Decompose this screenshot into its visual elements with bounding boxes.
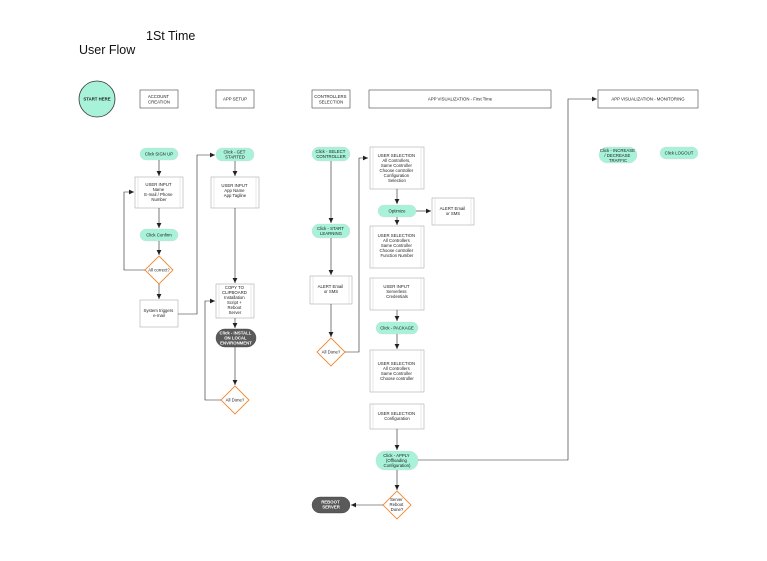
page-title: User Flow xyxy=(79,43,136,57)
alert-email-sms-optimize-text: ALERT Email or SMS xyxy=(440,206,467,216)
header-monitoring xyxy=(597,89,699,109)
click-logout xyxy=(659,146,699,160)
user-selection-configuration-selection xyxy=(369,146,425,190)
user-selection-4-text: USER SELECTION Configuration xyxy=(378,411,417,421)
click-install-local-text: Click - INSTALL ON LOCAL ENVIRONMENT xyxy=(219,331,252,346)
header-monitoring-text: APP VISUALIZATION - MONITORING xyxy=(611,97,685,102)
copy-to-clipboard-text: COPY TO CLIPBOARD Installation Script + … xyxy=(222,285,248,315)
reboot-server-text: REBOOT SERVER xyxy=(321,500,341,510)
alert-email-sms-learning-text: ALERT Email or SMS xyxy=(318,284,345,294)
alert-email-sms-optimize xyxy=(431,197,475,226)
user-input-serverless-text: USER INPUT Serverless Credentials xyxy=(383,284,410,299)
header-app-visualization-text: APP VISUALIZATION - First Time xyxy=(428,97,493,102)
click-get-started-text: Click - GET STARTED xyxy=(223,150,246,160)
click-sign-up-text: Click SIGN UP xyxy=(145,152,173,157)
decision-server-reboot-text: Server Reboot Done? xyxy=(389,497,404,512)
user-selection-2-text: USER SELECTION All Controllers Same Cont… xyxy=(378,233,417,258)
start-node xyxy=(78,80,116,118)
click-confirm-text: Click Confirm xyxy=(146,233,172,238)
header-controllers-selection xyxy=(311,89,351,109)
click-increase-decrease-traffic xyxy=(598,146,638,164)
user-selection-3-text: USER SELECTION All Controllers Same Cont… xyxy=(378,361,417,381)
user-input-account xyxy=(134,176,184,209)
decision-all-correct-text: All correct? xyxy=(148,268,170,273)
click-start-learning-text: Click - START LEARNING xyxy=(317,226,345,236)
start-label: START HERE xyxy=(83,97,110,102)
system-triggers-email-text: System triggers e-mail xyxy=(143,308,174,318)
decision-controllers-done-text: All Done? xyxy=(322,350,341,355)
header-account-creation-text: ACCOUNT CREATION xyxy=(148,94,170,105)
user-input-app-text: USER INPUT App Name App Tagline xyxy=(221,183,248,198)
header-app-setup-text: APP SETUP xyxy=(223,97,247,102)
click-optimize-text: Optimize xyxy=(389,209,407,214)
user-selection-1-text: USER SELECTION All Controllers, Same Con… xyxy=(378,153,417,183)
decision-server-reboot xyxy=(382,490,412,520)
reboot-server xyxy=(311,496,351,514)
alert-email-sms-learning xyxy=(309,275,353,305)
header-account-creation xyxy=(139,89,179,109)
header-app-visualization xyxy=(368,89,552,109)
click-logout-text: Click LOGOUT xyxy=(665,151,694,156)
decision-controllers-done xyxy=(316,337,346,367)
title-sub: 1St Time xyxy=(146,29,195,43)
decision-app-setup-done-text: All Done? xyxy=(226,398,245,403)
header-controllers-selection-text: CONTROLLERS SELECTION xyxy=(314,94,347,105)
system-triggers-email xyxy=(139,299,179,328)
header-app-setup xyxy=(215,89,255,109)
decision-app-setup-done xyxy=(220,385,250,415)
user-selection-controllers xyxy=(369,349,425,393)
user-selection-function-number xyxy=(369,225,425,269)
click-apply-text: Click - APPLY (Offloading Configuration) xyxy=(383,453,411,468)
click-package-text: Click - PACKAGE xyxy=(380,326,414,331)
click-increase-decrease-text: Click - INCREASE / DECREASE TRAFFIC xyxy=(600,148,636,163)
user-input-serverless-credentials xyxy=(369,277,425,311)
click-select-controller-text: Click - SELECT CONTROLLER xyxy=(316,149,347,159)
click-install-local xyxy=(215,328,257,348)
copy-to-clipboard xyxy=(215,283,255,319)
user-input-account-text: USER INPUT Name E-mail / Phone Number xyxy=(144,182,173,202)
